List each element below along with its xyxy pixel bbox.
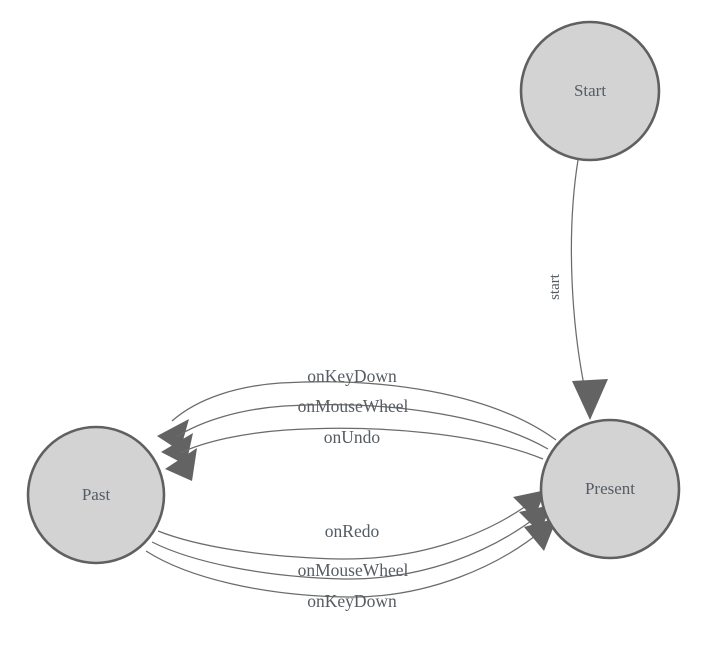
edge-label-present-to-past-keydown: onKeyDown <box>307 366 397 386</box>
edge-past-to-present-keydown-path <box>145 527 546 598</box>
node-present-circle <box>539 418 681 560</box>
edge-start-to-present-path <box>570 159 589 405</box>
edge-present-to-past-wheel-path <box>175 404 549 450</box>
arrowhead-past-to-present-redo <box>513 490 546 518</box>
edge-past-to-present-redo-path <box>157 500 534 560</box>
edge-present-to-past-undo[interactable]: onUndo <box>165 427 544 481</box>
node-present[interactable]: Present <box>539 418 681 560</box>
node-past[interactable]: Past <box>26 425 166 565</box>
edge-past-to-present-wheel[interactable]: onMouseWheel <box>151 505 551 580</box>
edge-label-present-to-past-wheel: onMouseWheel <box>298 396 409 416</box>
node-start-label: Start <box>574 81 606 100</box>
edge-label-past-to-present-redo: onRedo <box>325 521 380 541</box>
edge-label-past-to-present-keydown: onKeyDown <box>307 591 397 611</box>
edge-label-past-to-present-wheel: onMouseWheel <box>298 560 409 580</box>
node-start[interactable]: Start <box>519 20 661 162</box>
arrowhead-past-to-present-keydown <box>524 518 557 551</box>
node-present-label: Present <box>585 479 635 498</box>
edge-present-to-past-undo-path <box>179 427 544 460</box>
edge-start-to-present[interactable]: start <box>547 159 608 420</box>
arrowhead-start-to-present <box>572 379 608 420</box>
edge-label-present-to-past-undo: onUndo <box>324 427 381 447</box>
edge-past-to-present-wheel-path <box>151 514 540 580</box>
edge-label-start-to-present: start <box>547 273 563 300</box>
node-past-label: Past <box>82 485 111 504</box>
edge-past-to-present-redo[interactable]: onRedo <box>157 490 546 560</box>
node-start-circle <box>519 20 661 162</box>
arrowhead-past-to-present-wheel <box>519 505 551 533</box>
edge-past-to-present-keydown[interactable]: onKeyDown <box>145 518 557 611</box>
arrowhead-present-to-past-undo <box>165 448 197 481</box>
node-past-circle <box>26 425 166 565</box>
edge-present-to-past-keydown-path <box>171 381 557 441</box>
